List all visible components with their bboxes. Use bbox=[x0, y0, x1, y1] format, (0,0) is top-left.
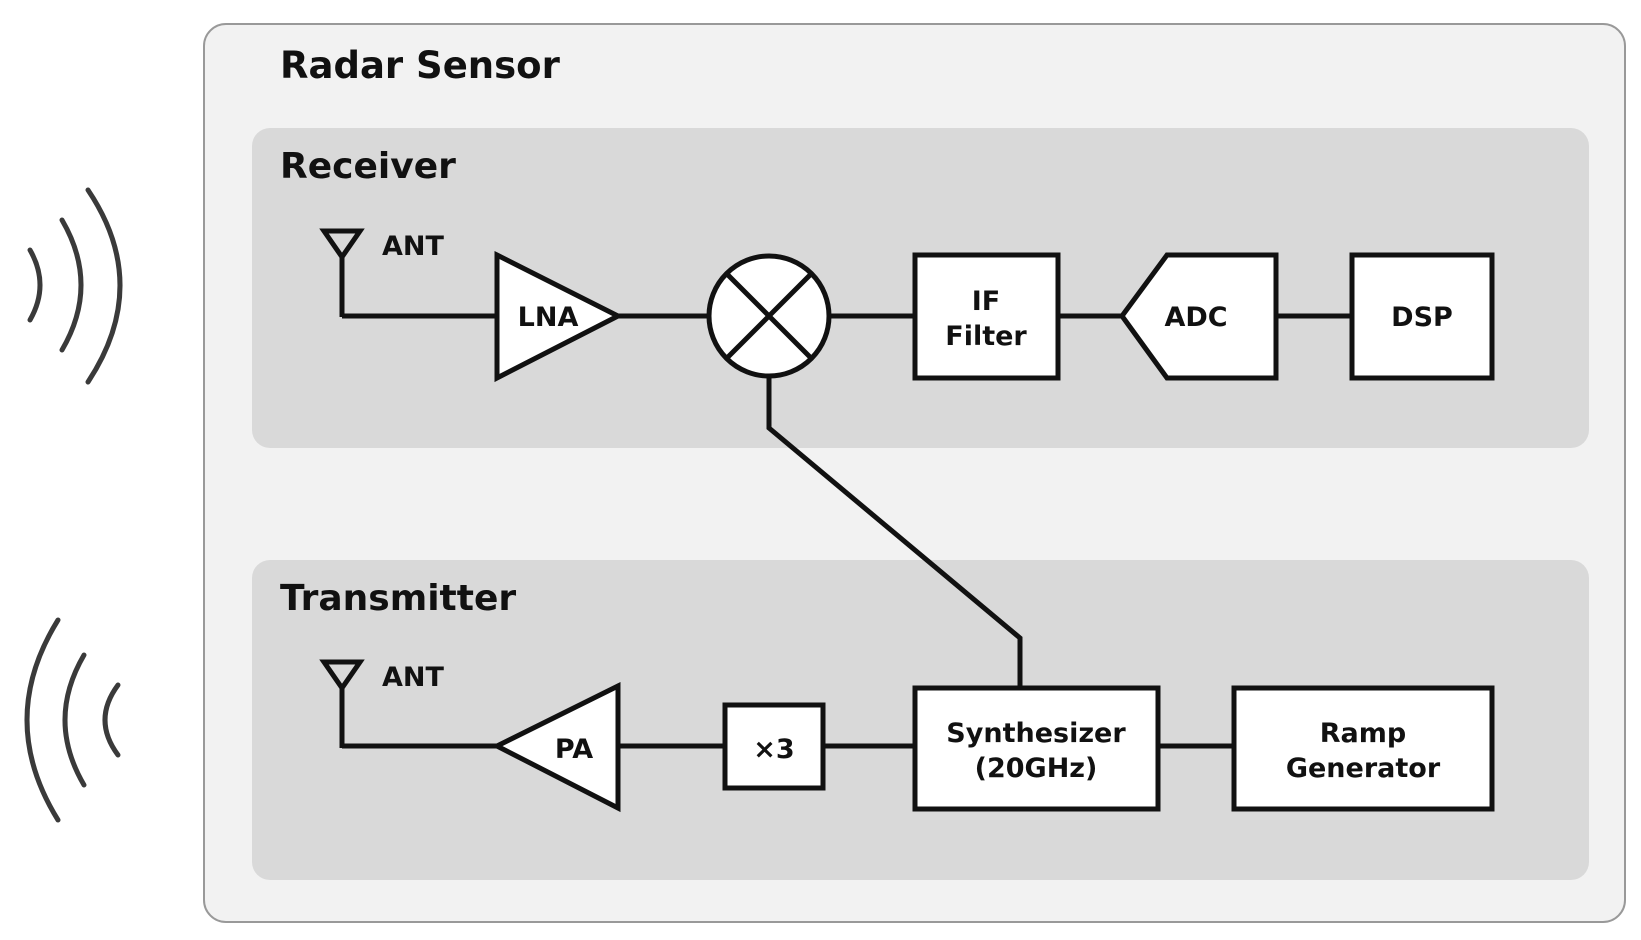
antenna-icon bbox=[319, 659, 365, 748]
multiplier-label: ×3 bbox=[753, 734, 794, 765]
ramp-generator-block bbox=[1231, 685, 1495, 812]
tx-antenna-label: ANT bbox=[382, 662, 444, 693]
pa-amplifier bbox=[491, 681, 621, 813]
dsp-block bbox=[1349, 252, 1495, 381]
ramp-generator-label-line2: Generator bbox=[1286, 753, 1441, 784]
if-filter-label-line2: Filter bbox=[945, 321, 1027, 352]
lna-amplifier bbox=[494, 250, 624, 383]
incoming-wave-icon bbox=[27, 187, 123, 385]
if-filter-block bbox=[912, 252, 1061, 381]
rx-antenna-label: ANT bbox=[382, 231, 444, 262]
synthesizer-label-line1: Synthesizer bbox=[946, 718, 1126, 749]
wire-lo-mixer bbox=[766, 376, 1023, 688]
panel-title: Radar Sensor bbox=[280, 44, 561, 87]
adc-label: ADC bbox=[1164, 302, 1227, 333]
pa-label: PA bbox=[555, 734, 593, 765]
mixer-x-icon bbox=[706, 253, 832, 379]
ramp-generator-label-line1: Ramp bbox=[1320, 718, 1406, 749]
synthesizer-label-line2: (20GHz) bbox=[975, 753, 1098, 784]
frequency-multiplier-block bbox=[722, 702, 826, 791]
transmitter-title: Transmitter bbox=[280, 578, 516, 619]
lna-label: LNA bbox=[518, 302, 579, 333]
adc-block bbox=[1118, 252, 1279, 381]
outgoing-wave-icon bbox=[24, 617, 121, 823]
antenna-icon bbox=[319, 228, 365, 317]
dsp-label: DSP bbox=[1391, 302, 1453, 333]
if-filter-label-line1: IF bbox=[972, 286, 1001, 317]
synthesizer-block bbox=[912, 685, 1161, 812]
receiver-title: Receiver bbox=[280, 146, 456, 187]
